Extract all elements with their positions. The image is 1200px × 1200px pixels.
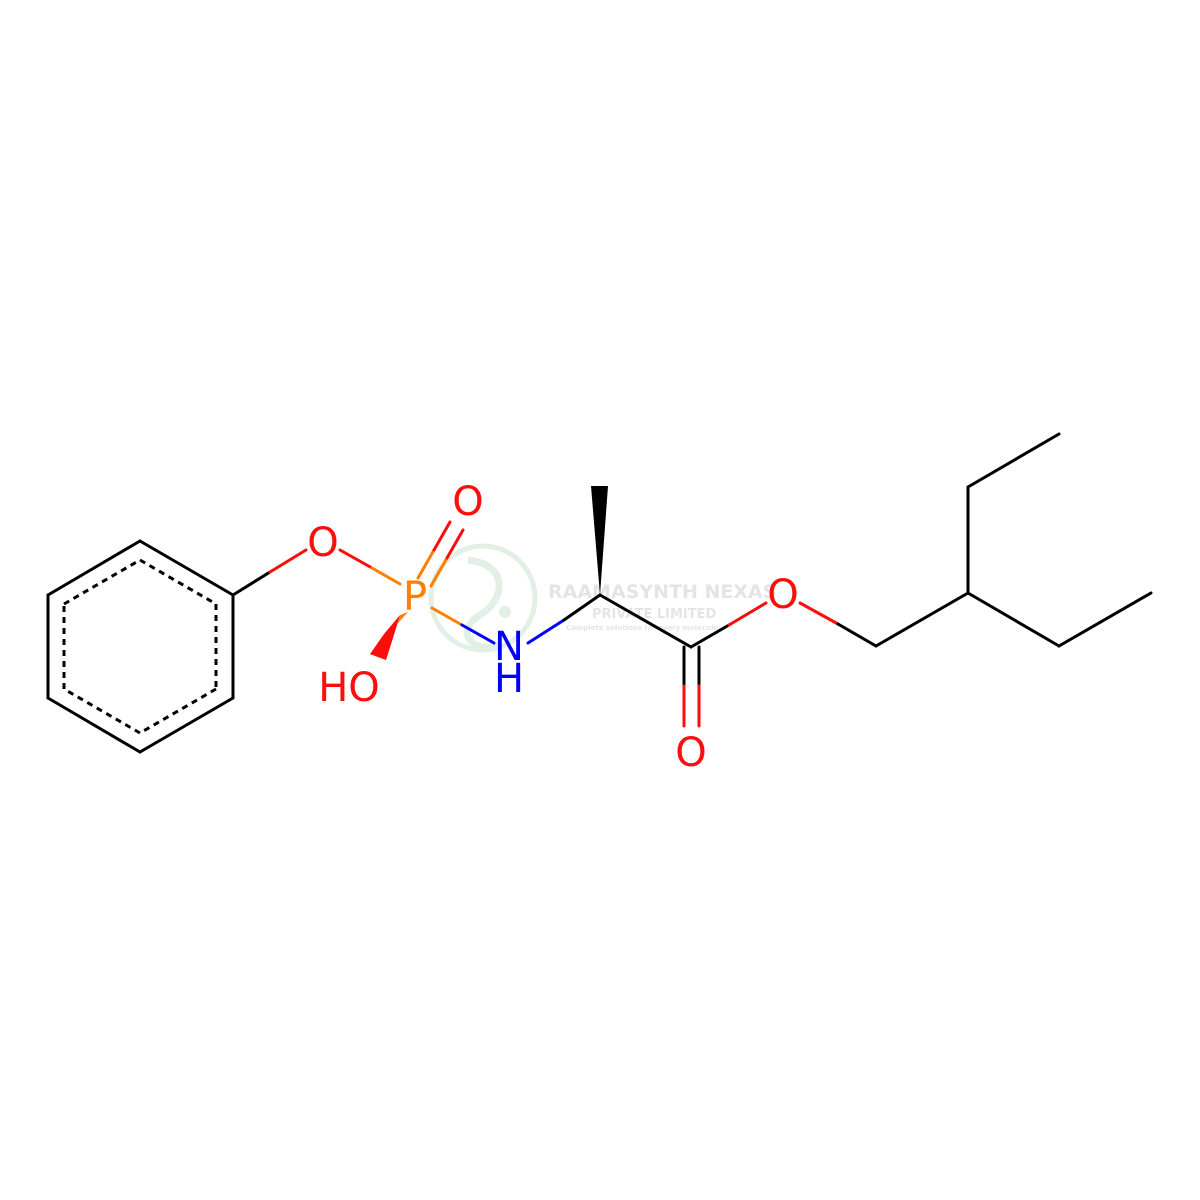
watermark-logo-ring xyxy=(428,543,538,653)
nitrogen-hydrogen: H xyxy=(494,656,524,702)
bond xyxy=(231,570,272,597)
aromatic-bond xyxy=(63,687,141,735)
bond xyxy=(874,591,970,648)
watermark-company: RAAMASYNTH NEXAS xyxy=(548,581,776,603)
p-n-bond xyxy=(430,606,496,645)
bond xyxy=(429,556,449,588)
bond xyxy=(562,593,602,622)
bond xyxy=(370,566,402,586)
bond xyxy=(46,539,142,597)
bond xyxy=(689,623,731,649)
oxygen-atom-phosphoryl: O xyxy=(452,479,483,525)
p-double-o-bond xyxy=(416,520,465,588)
bond xyxy=(430,606,464,627)
phenoxy-bond xyxy=(231,548,308,597)
bond xyxy=(432,520,452,552)
ethylbutyl-chain xyxy=(874,432,1153,648)
bond xyxy=(798,601,840,626)
hydroxyl-group: HO xyxy=(318,665,380,711)
calpha-carbonyl-bond xyxy=(598,593,693,649)
phenyl-ring xyxy=(46,539,235,754)
bond xyxy=(836,622,878,648)
bond xyxy=(966,432,1061,489)
oxygen-atom-ester: O xyxy=(767,572,798,618)
bond xyxy=(966,591,1061,648)
bond xyxy=(338,548,374,570)
phosphorus-atom: P xyxy=(403,574,427,620)
bond xyxy=(1057,591,1153,648)
watermark-tagline: Complete solutions for every molecule xyxy=(566,624,718,632)
o-p-bond xyxy=(338,548,402,586)
bond xyxy=(727,601,768,627)
bond xyxy=(526,618,566,645)
p-oh-wedge xyxy=(370,612,408,660)
watermark-logo-swirl xyxy=(464,556,503,651)
bond xyxy=(138,539,235,597)
bond xyxy=(416,548,436,580)
bond xyxy=(460,623,496,645)
aromatic-bond xyxy=(63,558,141,606)
aromatic-ring-inner xyxy=(62,558,218,735)
methyl-wedge-bond xyxy=(591,486,608,595)
bond xyxy=(268,548,308,574)
oxygen-atom-phenoxy: O xyxy=(307,520,338,566)
watermark-subtitle: PRIVATE LIMITED xyxy=(592,607,717,622)
n-calpha-bond xyxy=(526,593,602,645)
watermark-logo-dot xyxy=(499,606,511,618)
aromatic-bond xyxy=(139,687,217,735)
bond xyxy=(445,528,465,560)
bond xyxy=(138,696,235,754)
oxygen-atom-carbonyl: O xyxy=(675,730,706,776)
carbonyl-ester-o-bond xyxy=(689,601,768,649)
carbonyl-double-bond xyxy=(682,645,701,728)
nitrogen-atom: N xyxy=(494,624,524,670)
wedge-bond-o xyxy=(370,615,400,660)
ester-o-ch2-bond xyxy=(798,601,878,648)
aromatic-bond xyxy=(139,558,217,606)
bond xyxy=(46,696,142,754)
